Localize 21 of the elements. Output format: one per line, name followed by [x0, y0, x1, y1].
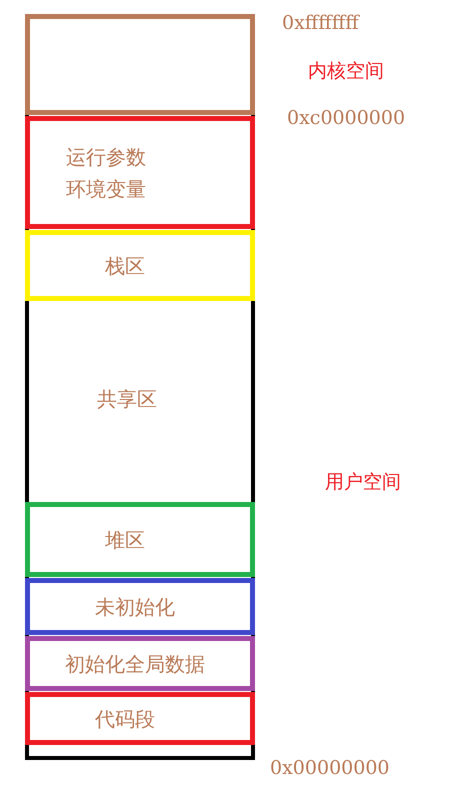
heap-box — [25, 502, 255, 577]
space-label: 内核空间 — [308, 59, 384, 84]
region-label: 环境变量 — [66, 176, 147, 203]
kernel-space-box — [25, 14, 255, 115]
address-label: 0xc0000000 — [287, 107, 406, 129]
region-label: 栈区 — [105, 252, 145, 280]
region-label: 未初始化 — [95, 594, 175, 620]
region-label: 代码段 — [95, 706, 155, 732]
region-label: 运行参数 — [66, 144, 147, 171]
region-label: 共享区 — [97, 386, 157, 413]
address-label: 0x00000000 — [270, 757, 390, 779]
memory-column — [25, 14, 255, 760]
stack-box — [25, 230, 255, 301]
args-env-box — [25, 116, 255, 229]
text-segment-box — [25, 692, 255, 745]
data-box — [25, 636, 255, 691]
region-label: 初始化全局数据 — [65, 650, 205, 678]
region-label: 堆区 — [105, 526, 145, 554]
address-label: 0xffffffff — [282, 12, 359, 34]
bss-box — [25, 578, 255, 635]
space-label: 用户空间 — [325, 470, 401, 495]
